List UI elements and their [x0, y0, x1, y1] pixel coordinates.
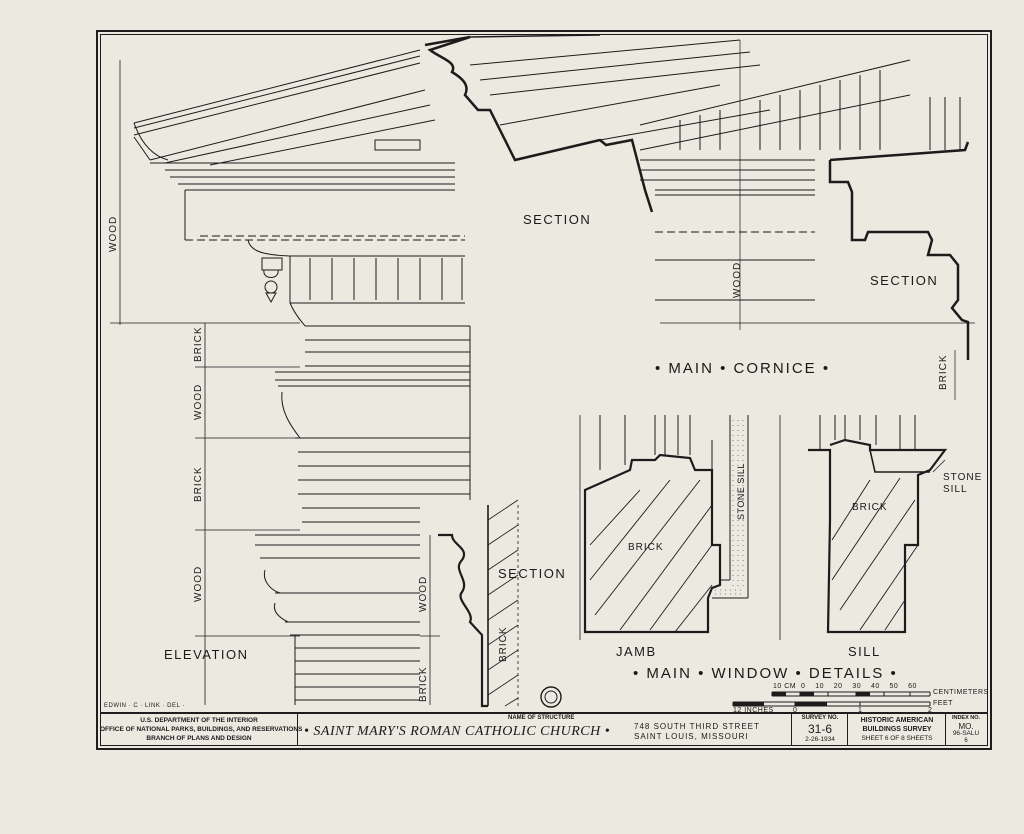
label-main-window-details: • MAIN • WINDOW • DETAILS • — [633, 665, 898, 682]
lower-section-profile — [438, 505, 489, 708]
tb-index-2: 96-SALU — [952, 730, 980, 737]
label-brick-sill: BRICK — [852, 502, 888, 513]
scale-cm-ticks: 10 CM 0 10 20 30 40 50 60 — [773, 683, 917, 690]
label-elevation: ELEVATION — [164, 647, 249, 662]
jamb-hatch — [589, 479, 713, 633]
scale-fill-4 — [800, 692, 814, 696]
tb-index-cell: INDEX NO. MO. 96-SALU 6 — [946, 714, 986, 746]
tb-survey-caption: SURVEY NO. — [801, 715, 839, 721]
tb-agency-2: OFFICE OF NATIONAL PARKS, BUILDINGS, AND… — [100, 726, 303, 733]
title-block: U.S. DEPARTMENT OF THE INTERIOR OFFICE O… — [100, 712, 988, 746]
dimension-lines-left — [110, 60, 440, 705]
jamb-stone-stipple — [715, 420, 745, 595]
scale-fill-3 — [772, 692, 786, 696]
dim-brick-right: BRICK — [938, 354, 949, 390]
dim-wood-cornice: WOOD — [732, 261, 743, 298]
tb-habs-2: BUILDINGS SURVEY — [862, 726, 932, 733]
tb-structure-cell: NAME OF STRUCTURE • SAINT MARY'S ROMAN C… — [298, 714, 792, 746]
tb-agency-cell: U.S. DEPARTMENT OF THE INTERIOR OFFICE O… — [100, 714, 303, 746]
roof-lines — [133, 49, 436, 166]
dim-wood-top: WOOD — [108, 215, 119, 252]
label-section-lower: SECTION — [498, 566, 567, 581]
bracket-pendant — [261, 257, 283, 304]
dim-wood-2: WOOD — [193, 383, 204, 420]
dentils — [309, 258, 463, 300]
label-section-right: SECTION — [870, 273, 939, 288]
tb-habs-1: HISTORIC AMERICAN — [860, 717, 934, 724]
tb-sheet: SHEET 6 OF 8 SHEETS — [861, 735, 933, 742]
elevation-courses — [255, 302, 471, 705]
draftsman-credit: EDWIN · C · LINK · DEL · — [104, 703, 185, 709]
dim-brick-lower: BRICK — [418, 666, 429, 702]
tb-survey-date: 2-26-1934 — [805, 736, 835, 743]
tb-index-1: MO. — [958, 722, 974, 731]
scale-cm-label: CENTIMETERS — [933, 689, 989, 696]
right-section-profile — [828, 141, 970, 360]
cornice-band — [150, 139, 465, 304]
label-section-top: SECTION — [523, 212, 592, 227]
tb-address-1: 748 SOUTH THIRD STREET — [634, 722, 760, 731]
label-brick-jamb: BRICK — [628, 542, 664, 553]
tb-habs-cell: HISTORIC AMERICAN BUILDINGS SURVEY SHEET… — [848, 714, 946, 746]
scale-feet-label: FEET — [933, 700, 953, 707]
label-sill-callout: SILL — [943, 484, 968, 495]
tb-survey-cell: SURVEY NO. 31-6 2-26-1934 — [792, 714, 848, 746]
scale-feet-tick-1: 1 — [858, 707, 863, 714]
tb-name-caption: NAME OF STRUCTURE — [508, 715, 575, 721]
label-stone-callout: STONE — [943, 472, 983, 483]
lower-section-hatch — [487, 499, 519, 707]
tb-index-caption: INDEX NO. — [951, 715, 981, 721]
dim-brick-1: BRICK — [193, 326, 204, 362]
scale-fill-1 — [733, 702, 764, 706]
dim-wood-lower: WOOD — [418, 575, 429, 612]
tb-agency-1: U.S. DEPARTMENT OF THE INTERIOR — [140, 717, 258, 724]
outer-border — [96, 30, 992, 750]
tb-structure-name: • SAINT MARY'S ROMAN CATHOLIC CHURCH • — [304, 724, 611, 739]
dim-brick-2: BRICK — [193, 466, 204, 502]
scale-feet-tick-2: 2 — [928, 707, 933, 714]
cornice-section-rafters — [469, 39, 771, 330]
tb-index-3: 6 — [964, 738, 968, 744]
sill-detail — [808, 415, 948, 634]
scale-fill-2 — [795, 702, 827, 706]
scale-feet-tick-0: 0 — [793, 707, 798, 714]
cornice-section-profile — [424, 34, 654, 213]
tb-address-2: SAINT LOUIS, MISSOURI — [634, 732, 749, 741]
sill-hatch — [831, 477, 919, 631]
surveyor-seal — [540, 686, 562, 708]
inner-border — [100, 34, 988, 746]
label-sill: SILL — [848, 644, 881, 659]
label-jamb: JAMB — [616, 644, 657, 659]
stone-sill-leader — [932, 459, 946, 473]
right-section-roof — [639, 59, 975, 400]
dim-brick-section: BRICK — [498, 626, 509, 662]
label-main-cornice: • MAIN • CORNICE • — [655, 360, 831, 377]
tb-agency-3: BRANCH OF PLANS AND DESIGN — [146, 735, 252, 742]
tb-survey-no: 31-6 — [807, 722, 833, 736]
scale-fill-5 — [856, 692, 870, 696]
jamb-detail — [579, 415, 781, 640]
dim-wood-3: WOOD — [193, 565, 204, 602]
label-stone-sill-vertical: STONE SILL — [736, 463, 746, 520]
scale-inch-label: 12 INCHES — [733, 707, 774, 714]
